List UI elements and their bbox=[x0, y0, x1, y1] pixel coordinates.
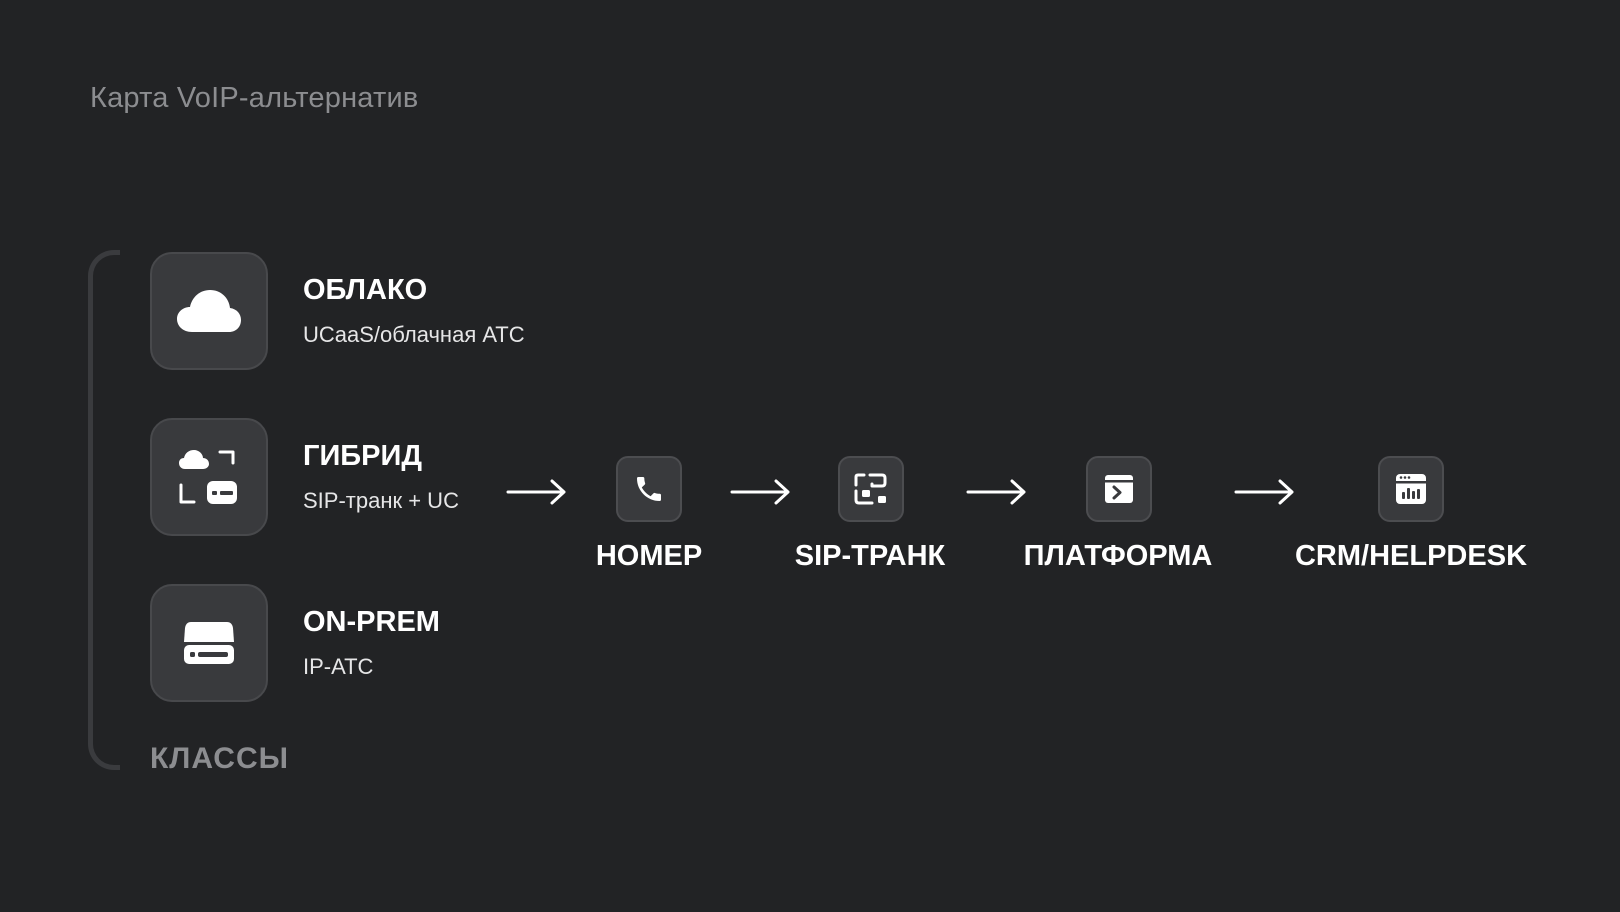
class-name-cloud: ОБЛАКО bbox=[303, 274, 428, 306]
sip-trunk-step-tile bbox=[838, 456, 904, 522]
on-prem-class-tile bbox=[150, 584, 268, 702]
arrow-right-icon bbox=[966, 479, 1026, 505]
class-name-hybrid: ГИБРИД bbox=[303, 440, 422, 472]
dashboard-chart-icon bbox=[1396, 474, 1426, 504]
server-icon bbox=[184, 622, 234, 664]
cloud-icon bbox=[177, 290, 241, 332]
class-subtitle-hybrid: SIP-транк + UC bbox=[303, 488, 459, 513]
page-title: Карта VoIP-альтернатив bbox=[90, 82, 419, 114]
classes-bracket bbox=[88, 250, 120, 770]
terminal-window-icon bbox=[1105, 475, 1133, 503]
hybrid-class-tile bbox=[150, 418, 268, 536]
cloud-class-tile bbox=[150, 252, 268, 370]
class-name-on-prem: ON-PREM bbox=[303, 606, 440, 638]
flow-step-label: ПЛАТФОРМА bbox=[1023, 540, 1213, 572]
flow-step-label: CRM/HELPDESK bbox=[1294, 540, 1528, 572]
arrow-right-icon bbox=[1234, 479, 1294, 505]
hybrid-icon bbox=[179, 450, 237, 504]
class-subtitle-on-prem: IP-АТС bbox=[303, 654, 374, 679]
flow-step-label: SIP-ТРАНК bbox=[794, 540, 946, 572]
number-step-tile bbox=[616, 456, 682, 522]
flow-step-label: НОМЕР bbox=[595, 540, 703, 572]
arrow-right-icon bbox=[730, 479, 790, 505]
crm-helpdesk-step-tile bbox=[1378, 456, 1444, 522]
class-subtitle-cloud: UCaaS/облачная АТС bbox=[303, 322, 525, 347]
arrow-right-icon bbox=[506, 479, 566, 505]
classes-caption: КЛАССЫ bbox=[150, 742, 289, 775]
trunk-icon bbox=[854, 473, 887, 505]
platform-step-tile bbox=[1086, 456, 1152, 522]
phone-icon bbox=[637, 477, 661, 501]
